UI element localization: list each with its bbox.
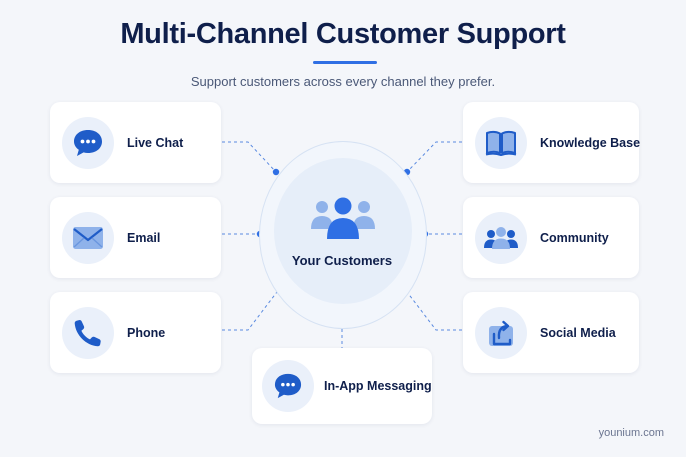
open-book-icon: [475, 116, 527, 169]
channel-card-social-media: Social Media: [463, 292, 639, 373]
channel-label: Knowledge Base: [540, 135, 641, 150]
channel-card-community: Community: [463, 197, 639, 278]
channel-label: Phone: [127, 325, 166, 340]
channel-card-knowledge-base: Knowledge Base: [463, 102, 641, 183]
users-group-icon: [310, 197, 376, 246]
page-subtitle: Support customers across every channel t…: [190, 74, 496, 89]
channel-label: Email: [127, 230, 161, 245]
chat-bubble-icon: [62, 116, 114, 169]
share-icon: [475, 306, 527, 359]
title-underline: [313, 61, 377, 64]
brand-watermark: younium.com: [598, 427, 664, 439]
channel-card-in-app-messaging: In-App Messaging: [252, 348, 432, 424]
channel-card-email: Email: [50, 197, 221, 278]
channel-card-phone: Phone: [50, 292, 221, 373]
center-label: Your Customers: [291, 253, 393, 268]
community-icon: [475, 211, 527, 264]
phone-icon: [62, 306, 114, 359]
chat-bubble-icon: [262, 360, 314, 412]
envelope-icon: [62, 211, 114, 264]
channel-label: In-App Messaging: [324, 379, 432, 393]
channel-card-live-chat: Live Chat: [50, 102, 221, 183]
channel-label: Live Chat: [127, 135, 184, 150]
channel-label: Community: [540, 230, 609, 245]
connector-dot: [272, 168, 280, 176]
channel-label: Social Media: [540, 325, 616, 340]
page-title: Multi-Channel Customer Support: [120, 18, 566, 50]
